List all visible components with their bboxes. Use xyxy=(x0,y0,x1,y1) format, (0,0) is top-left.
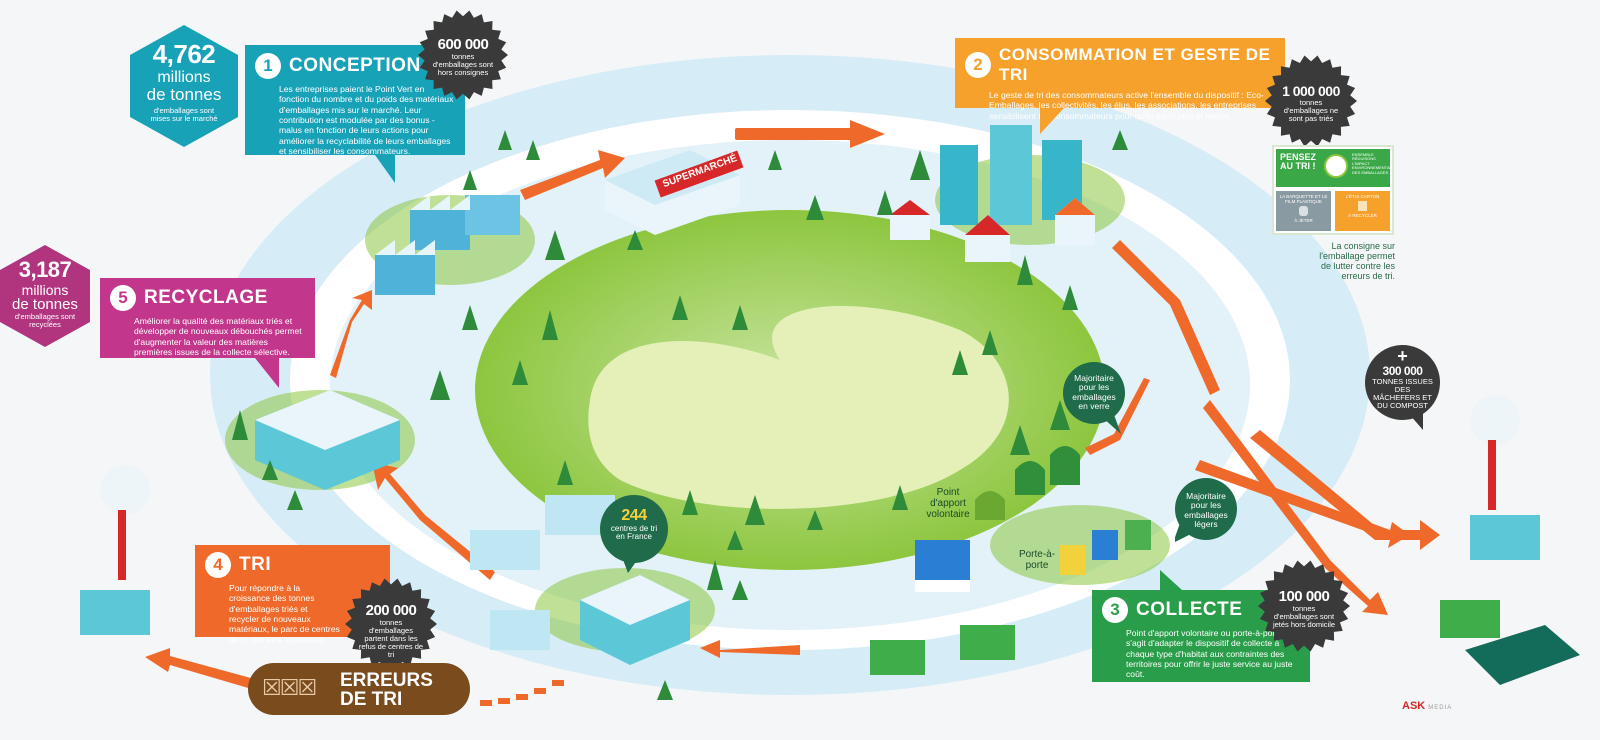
pensez-au-tri: PENSEZ AU TRI ! xyxy=(1280,152,1317,172)
step-title: RECYCLAGE xyxy=(144,287,268,308)
bubble-legers: Majoritaire pour les emballages légers xyxy=(1175,478,1237,542)
card-right-action: À RECYCLER xyxy=(1348,213,1377,218)
step-text: Améliorer la qualité des matériaux triés… xyxy=(134,316,302,357)
recycle-bin-icon xyxy=(1358,201,1367,211)
starburst-shape xyxy=(1258,560,1350,652)
starburst-number: 1 000 000 xyxy=(1282,83,1340,99)
hexagon-tonnes-recyclees: 3,187 millions de tonnes d'emballages so… xyxy=(0,245,90,347)
step-text: Point d'apport volontaire ou porte-à-por… xyxy=(1126,628,1293,680)
logo-main: ASK xyxy=(1402,700,1426,712)
starburst-hors-consignes: 600 000 tonnes d'emballages sont hors co… xyxy=(418,10,508,100)
starburst-caption: tonnes d'emballages sont jetés hors domi… xyxy=(1272,604,1336,629)
starburst-hors-domicile: 100 000 tonnes d'emballages sont jetés h… xyxy=(1258,560,1350,652)
figures-icon: ☒☒☒ xyxy=(262,675,317,700)
hex-number: 3,187 xyxy=(18,257,72,282)
hex-line1: millions xyxy=(157,69,211,86)
starburst-non-tries: 1 000 000 tonnes d'emballages ne sont pa… xyxy=(1265,55,1357,147)
bubble-verre: Majoritaire pour les emballages en verre xyxy=(1063,362,1125,434)
card-header-small: ENSEMBLE RÉDUISONS L'IMPACT ENVIRONNEMEN… xyxy=(1352,152,1392,175)
erreurs-line1: ERREURS xyxy=(340,670,433,691)
tri-error-path xyxy=(480,680,564,706)
starburst-caption: tonnes d'emballages partent dans les ref… xyxy=(358,618,424,659)
bubble-number: 300 000 xyxy=(1382,364,1423,378)
starburst-caption: tonnes d'emballages sont hors consignes xyxy=(432,52,494,77)
bubble-plus: + xyxy=(1397,346,1408,366)
hex-line2: de tonnes xyxy=(12,296,78,313)
step-title: TRI xyxy=(239,554,272,575)
field-highlight xyxy=(588,306,1009,509)
bubble-centres-tri: 244 centres de tri en France xyxy=(600,495,668,573)
label-consigne: La consigne sur l'emballage permet de lu… xyxy=(1319,241,1395,281)
bubble-number: 244 xyxy=(621,507,647,524)
bubble-machefers: + 300 000 TONNES ISSUES DES MÂCHEFERS ET… xyxy=(1365,345,1440,430)
collecte-tail xyxy=(1160,570,1182,590)
starburst-number: 100 000 xyxy=(1278,588,1330,605)
left-power-plant xyxy=(80,465,150,635)
recyclage-tail xyxy=(255,358,279,388)
label-porte-a-porte: Porte-à-porte xyxy=(1018,549,1056,571)
step-number: 3 xyxy=(1102,597,1128,623)
cycle-arrows xyxy=(145,120,1440,690)
bubble-caption: TONNES ISSUES DES MÂCHEFERS ET DU COMPOS… xyxy=(1372,377,1433,410)
step-title: CONSOMMATION ET GESTE DE TRI xyxy=(999,45,1271,84)
step-number: 2 xyxy=(965,52,991,78)
ask-media-logo: ASK MEDIA xyxy=(1402,700,1452,712)
hex-caption: d'emballages sont mises sur le marché xyxy=(150,105,218,123)
garbage-trucks xyxy=(870,600,1500,675)
starburst-number: 200 000 xyxy=(365,602,417,619)
step-number: 5 xyxy=(110,285,136,311)
bubble-text: Majoritaire pour les emballages légers xyxy=(1184,491,1228,530)
step-title: CONCEPTION xyxy=(289,55,421,76)
incineration-pit xyxy=(1465,625,1580,685)
city-towers xyxy=(890,125,1095,262)
step-text: Les entreprises paient le Point Vert en … xyxy=(279,84,454,156)
starburst-refus: 200 000 tonnes d'emballages partent dans… xyxy=(345,578,437,670)
starburst-caption: tonnes d'emballages ne sont pas triés xyxy=(1283,98,1339,123)
label-apport-volontaire: Point d'apport volontaire xyxy=(926,487,970,520)
bubble-caption: centres de tri en France xyxy=(610,523,658,542)
step-number: 4 xyxy=(205,552,231,578)
conception-factories xyxy=(375,195,520,295)
trees xyxy=(232,130,1128,700)
logo-sub: MEDIA xyxy=(1428,705,1453,711)
erreurs-de-tri-badge: ☒☒☒ ERREURS DE TRI xyxy=(248,663,470,715)
step-number: 1 xyxy=(255,53,281,79)
hex-caption: d'emballages sont recyclées xyxy=(14,311,76,329)
card-left-title: LA BARQUETTE ET LE FILM PLASTIQUE xyxy=(1279,194,1328,204)
sorting-center xyxy=(470,495,690,665)
hex-number: 4,762 xyxy=(152,39,216,69)
step-recyclage: 5 RECYCLAGE Améliorer la qualité des mat… xyxy=(100,278,315,358)
step-text: Le geste de tri des consommateurs active… xyxy=(989,90,1264,121)
starburst-shape xyxy=(1265,55,1357,147)
card-right-title: L'ÉTUI CARTON xyxy=(1345,194,1380,199)
recycling-plant xyxy=(255,390,400,490)
step-text: Pour répondre à la croissance des tonnes… xyxy=(229,583,340,645)
tri-info-card: PENSEZ AU TRI ! ENSEMBLE RÉDUISONS L'IMP… xyxy=(1272,145,1394,235)
triman-icon xyxy=(1324,154,1348,178)
hex-line1: millions xyxy=(21,282,69,298)
starburst-shape xyxy=(418,10,508,100)
step-title: COLLECTE xyxy=(1136,599,1243,620)
step-conception: 1 CONCEPTION Les entreprises paient le P… xyxy=(245,45,465,156)
card-left-action: À JETER xyxy=(1294,218,1313,223)
hex-line2: de tonnes xyxy=(146,85,222,104)
right-power-plant xyxy=(1470,395,1540,560)
starburst-number: 600 000 xyxy=(437,36,489,53)
supermarket-building xyxy=(605,150,744,235)
consommation-tail xyxy=(1040,108,1064,134)
starburst-shape xyxy=(345,578,437,670)
erreurs-line2: DE TRI xyxy=(340,689,403,710)
step-consommation: 2 CONSOMMATION ET GESTE DE TRI Le geste … xyxy=(955,38,1285,121)
bubble-text: Majoritaire pour les emballages en verre xyxy=(1072,373,1116,412)
conception-tail xyxy=(375,155,395,183)
trash-bag-icon xyxy=(1299,206,1308,216)
collection-bins xyxy=(915,446,1151,592)
hexagon-tonnes-mises: 4,762 millions de tonnes d'emballages so… xyxy=(130,25,238,147)
